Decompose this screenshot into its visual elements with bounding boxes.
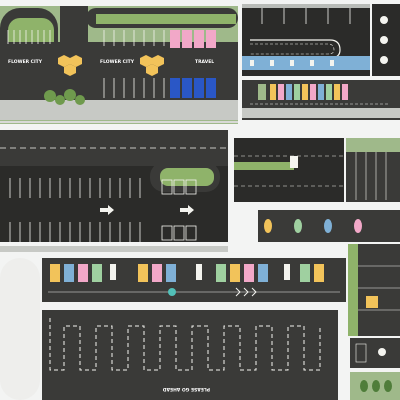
road-tiles-bottom-right [350,338,400,400]
travel-label: TRAVEL [195,59,214,65]
flower-city-label-left: FLOWER CITY [8,59,43,65]
parking-stalls-lower [103,78,165,98]
flower-city-parking-panel: FLOWER CITY FLOWER CITY TRAVEL [0,6,238,124]
leaf-icons [264,219,362,233]
serpentine-road-panel: PLEASE GO AHEAD [42,310,338,400]
serpentine-path [49,318,321,371]
tree-cluster [44,89,85,105]
parking-stalls-middle-rows [9,178,141,242]
direction-arrows [235,287,257,297]
pink-parking-stalls [170,30,216,48]
blue-accessible-stalls [170,78,216,98]
colored-strip-road-panel [0,258,346,400]
middle-road-parking-panel [0,130,228,252]
yellow-hexagon-markings [58,55,164,76]
road-tiles-middle-right [234,138,400,336]
charging-stall-boxes [161,179,197,241]
traffic-light-icons [110,264,290,280]
road-tiles-top-right [242,4,400,120]
flower-city-label-right: FLOWER CITY [100,59,135,65]
colored-blocks-strip [270,84,348,100]
parking-stalls-middle [103,30,165,46]
colored-rectangles-row [50,264,324,282]
please-go-ahead-label: PLEASE GO AHEAD [163,386,210,392]
arrow-markings [100,205,194,215]
parking-stalls-left [7,30,51,44]
